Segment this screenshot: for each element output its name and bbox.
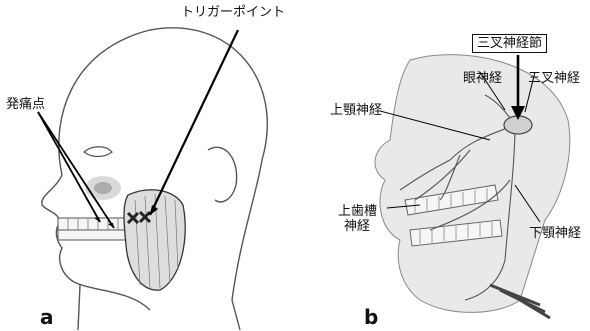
panel-a-letter: a xyxy=(40,305,54,329)
panel-b-letter: b xyxy=(364,305,378,329)
tender-point-label: 発痛点 xyxy=(6,98,45,111)
ophthalmic-nerve-label: 眼神経 xyxy=(463,72,502,85)
head-profile-illustration xyxy=(0,0,300,331)
superior-alveolar-nerve-label-line1: 上歯槽 xyxy=(338,205,377,218)
mandibular-nerve-label: 下顎神経 xyxy=(529,227,581,240)
trigger-point-label: トリガーポイント xyxy=(181,6,285,19)
panel-a: 発痛点 トリガーポイント a xyxy=(0,0,300,331)
trigeminal-ganglion-label: 三叉神経節 xyxy=(472,34,547,53)
panel-b: 三叉神経節 眼神経 三叉神経 上顎神経 上歯槽 神経 下顎神経 b xyxy=(300,0,590,331)
maxillary-nerve-label: 上顎神経 xyxy=(330,104,382,117)
superior-alveolar-nerve-label-line2: 神経 xyxy=(344,220,370,233)
trigeminal-nerve-label: 三叉神経 xyxy=(528,72,580,85)
